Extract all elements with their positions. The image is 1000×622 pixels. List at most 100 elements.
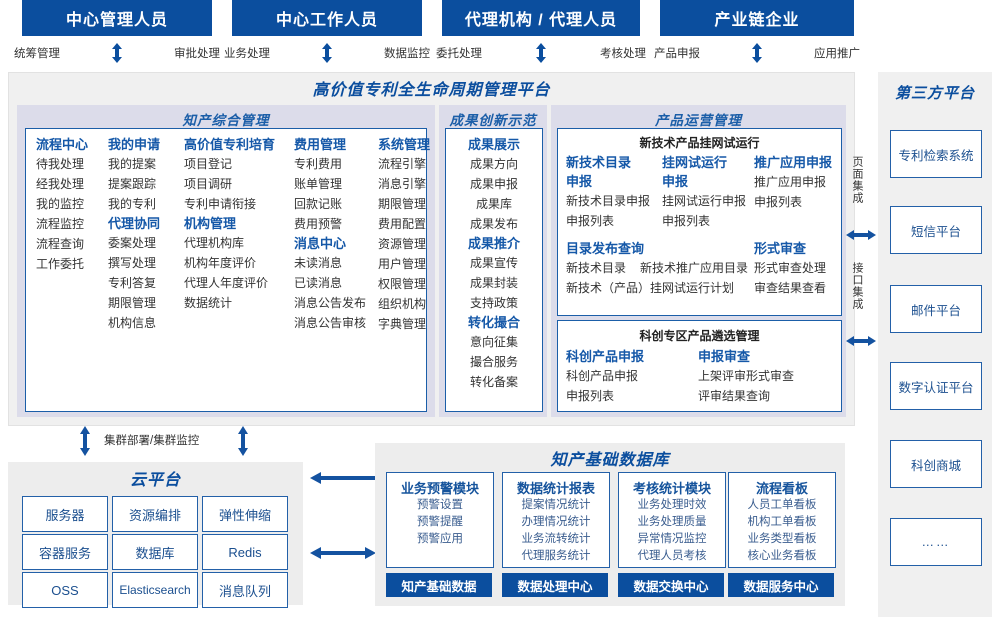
cloud-cell-1[interactable]: 资源编排: [112, 496, 198, 532]
db-col-item[interactable]: 业务类型看板: [747, 533, 817, 545]
third-party-item-5[interactable]: ……: [890, 518, 982, 566]
col-item[interactable]: 专利费用: [294, 157, 343, 171]
col-item[interactable]: 申报列表: [754, 195, 803, 209]
col-item[interactable]: 机构年度评价: [184, 256, 257, 270]
col-item[interactable]: 转化备案: [469, 375, 518, 389]
col-item[interactable]: 待我处理: [36, 157, 85, 171]
col-item[interactable]: 数据统计: [184, 296, 233, 310]
cloud-cell-6[interactable]: OSS: [22, 572, 108, 608]
db-col-item[interactable]: 预警应用: [417, 533, 463, 545]
col-item[interactable]: 委案处理: [108, 236, 157, 250]
col-head[interactable]: 挂网试运行申报: [662, 155, 728, 189]
col-item[interactable]: 项目登记: [184, 157, 233, 171]
db-bar-2[interactable]: 数据交换中心: [618, 573, 724, 597]
col-head[interactable]: 新技术目录申报: [566, 155, 632, 189]
col-item[interactable]: 机构信息: [108, 316, 157, 330]
cloud-cell-8[interactable]: 消息队列: [202, 572, 288, 608]
col-item[interactable]: 用户管理: [378, 257, 427, 271]
col-item[interactable]: 撰写处理: [108, 256, 157, 270]
db-col-item[interactable]: 提案情况统计: [521, 499, 591, 511]
col-item[interactable]: 提案跟踪: [108, 177, 157, 191]
col-item[interactable]: 期限管理: [378, 197, 427, 211]
col-item[interactable]: 账单管理: [294, 177, 343, 191]
db-col-head[interactable]: 考核统计模块: [632, 481, 711, 496]
col-item[interactable]: 消息公告发布: [294, 296, 367, 310]
col-item[interactable]: 代理人年度评价: [184, 276, 269, 290]
db-bar-1[interactable]: 数据处理中心: [502, 573, 608, 597]
col-item[interactable]: 经我处理: [36, 177, 85, 191]
db-col-head[interactable]: 数据统计报表: [516, 481, 595, 496]
col-head[interactable]: 消息中心: [294, 236, 347, 251]
col-item[interactable]: 工作委托: [36, 257, 85, 271]
col-item[interactable]: 权限管理: [378, 277, 427, 291]
col-item[interactable]: 成果方向: [469, 157, 518, 171]
col-item[interactable]: 消息公告审核: [294, 316, 367, 330]
cloud-cell-7[interactable]: Elasticsearch: [112, 572, 198, 608]
db-col-head[interactable]: 业务预警模块: [400, 481, 479, 496]
actor-header-3[interactable]: 产业链企业: [660, 0, 854, 36]
col-item[interactable]: 意向征集: [469, 335, 518, 349]
col-head[interactable]: 我的申请: [108, 137, 161, 152]
col-item[interactable]: 科创产品申报: [566, 369, 639, 383]
actor-header-1[interactable]: 中心工作人员: [232, 0, 422, 36]
col-head[interactable]: 流程中心: [36, 137, 89, 152]
third-party-item-4[interactable]: 科创商城: [890, 440, 982, 488]
db-col-item[interactable]: 人员工单看板: [747, 499, 817, 511]
col-item[interactable]: 代理机构库: [184, 236, 245, 250]
actor-header-2[interactable]: 代理机构 / 代理人员: [442, 0, 640, 36]
cloud-cell-4[interactable]: 数据库: [112, 534, 198, 570]
col-head[interactable]: 申报审查: [698, 349, 751, 364]
col-item[interactable]: 回款记账: [294, 197, 343, 211]
col-item[interactable]: 审查结果查看: [754, 281, 827, 295]
db-bar-3[interactable]: 数据服务中心: [728, 573, 834, 597]
col-head[interactable]: 转化撮合: [467, 315, 520, 330]
cloud-cell-5[interactable]: Redis: [202, 534, 288, 570]
col-head[interactable]: 高价值专利培育: [184, 137, 276, 152]
col-item[interactable]: 支持政策: [469, 296, 518, 310]
db-col-item[interactable]: 办理情况统计: [521, 516, 591, 528]
cloud-cell-3[interactable]: 容器服务: [22, 534, 108, 570]
third-party-item-1[interactable]: 短信平台: [890, 206, 982, 254]
col-head[interactable]: 形式审查: [754, 241, 807, 256]
col-item[interactable]: 形式审查处理: [754, 261, 827, 275]
db-col-item[interactable]: 异常情况监控: [637, 533, 707, 545]
col-head[interactable]: 机构管理: [184, 216, 237, 231]
col-head[interactable]: 成果推介: [467, 236, 520, 251]
col-item[interactable]: 我的专利: [108, 197, 157, 211]
col-head[interactable]: 代理协同: [108, 216, 161, 231]
db-col-item[interactable]: 代理人员考核: [637, 550, 707, 562]
col-item[interactable]: 成果封装: [469, 276, 518, 290]
col-item[interactable]: 申报列表: [566, 214, 615, 228]
col-head[interactable]: 推广应用申报: [754, 155, 833, 170]
col-item[interactable]: 成果申报: [469, 177, 518, 191]
col-head[interactable]: 目录发布查询: [566, 241, 645, 256]
col-item[interactable]: 流程查询: [36, 237, 85, 251]
col-item[interactable]: 未读消息: [294, 256, 343, 270]
col-item[interactable]: 期限管理: [108, 296, 157, 310]
col-item[interactable]: 新技术（产品）挂网试运行计划: [566, 281, 735, 295]
actor-header-0[interactable]: 中心管理人员: [22, 0, 212, 36]
db-col-item[interactable]: 预警设置: [417, 499, 463, 511]
db-bar-0[interactable]: 知产基础数据: [386, 573, 492, 597]
col-item[interactable]: 费用预警: [294, 217, 343, 231]
col-item[interactable]: 成果库: [475, 197, 512, 211]
col-item[interactable]: 撮合服务: [469, 355, 518, 369]
col-head[interactable]: 科创产品申报: [566, 349, 645, 364]
col-item[interactable]: 申报列表: [662, 214, 711, 228]
cloud-cell-0[interactable]: 服务器: [22, 496, 108, 532]
db-col-head[interactable]: 流程看板: [755, 481, 808, 496]
col-item[interactable]: 挂网试运行申报: [662, 194, 747, 208]
third-party-item-0[interactable]: 专利检索系统: [890, 130, 982, 178]
col-item[interactable]: 申报列表: [566, 389, 615, 403]
col-item[interactable]: 评审结果查询: [698, 389, 771, 403]
col-item[interactable]: 已读消息: [294, 276, 343, 290]
col-item[interactable]: 新技术推广应用目录: [640, 261, 749, 275]
col-item[interactable]: 流程引擎: [378, 157, 427, 171]
col-item[interactable]: 成果发布: [469, 217, 518, 231]
db-col-item[interactable]: 核心业务看板: [747, 550, 817, 562]
cloud-cell-2[interactable]: 弹性伸缩: [202, 496, 288, 532]
col-item[interactable]: 字典管理: [378, 317, 427, 331]
col-item[interactable]: 消息引擎: [378, 177, 427, 191]
third-party-item-2[interactable]: 邮件平台: [890, 285, 982, 333]
col-head[interactable]: 系统管理: [378, 137, 431, 152]
